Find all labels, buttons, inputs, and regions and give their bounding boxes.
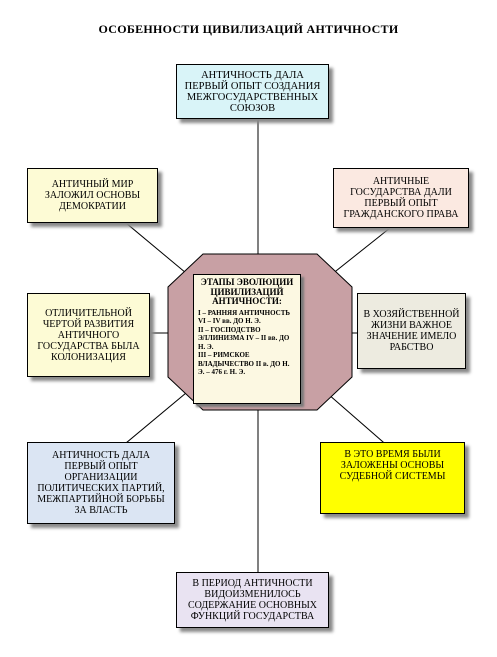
diagram-title: ОСОБЕННОСТИ ЦИВИЛИЗАЦИЙ АНТИЧНОСТИ [98, 22, 399, 36]
box-democracy: АНТИЧНЫЙ МИР ЗАЛОЖИЛ ОСНОВЫ ДЕМОКРАТИИ [27, 168, 158, 223]
box-civil-law: АНТИЧНЫЕ ГОСУДАРСТВА ДАЛИ ПЕРВЫЙ ОПЫТ ГР… [333, 168, 469, 228]
box-judicial-system: В ЭТО ВРЕМЯ БЫЛИ ЗАЛОЖЕНЫ ОСНОВЫ СУДЕБНО… [320, 442, 465, 514]
box-colonization: ОТЛИЧИТЕЛЬНОЙ ЧЕРТОЙ РАЗВИТИЯ АНТИЧНОГО … [27, 293, 150, 377]
evolution-stages-title: ЭТАПЫ ЭВОЛЮЦИИ ЦИВИЛИЗАЦИЙ АНТИЧНОСТИ: [200, 277, 294, 306]
evolution-stages-box: ЭТАПЫ ЭВОЛЮЦИИ ЦИВИЛИЗАЦИЙ АНТИЧНОСТИ: I… [193, 274, 301, 404]
stage-item-1: I – РАННЯЯ АНТИЧНОСТЬ VI – IV вв. ДО Н. … [198, 308, 290, 326]
box-interstate-unions: АНТИЧНОСТЬ ДАЛА ПЕРВЫЙ ОПЫТ СОЗДАНИЯ МЕЖ… [176, 64, 329, 119]
stage-item-3: III – РИМСКОЕ ВЛАДЫЧЕСТВО II в. ДО Н. Э.… [198, 351, 290, 376]
stage-item-2: II – ГОСПОДСТВО ЭЛЛИНИЗМА IV – II вв. ДО… [198, 325, 290, 351]
box-political-parties: АНТИЧНОСТЬ ДАЛА ПЕРВЫЙ ОПЫТ ОРГАНИЗАЦИИ … [27, 442, 175, 524]
box-slavery: В ХОЗЯЙСТВЕННОЙ ЖИЗНИ ВАЖНОЕ ЗНАЧЕНИЕ ИМ… [357, 293, 466, 369]
box-state-functions: В ПЕРИОД АНТИЧНОСТИ ВИДОИЗМЕНИЛОСЬ СОДЕР… [176, 572, 329, 628]
